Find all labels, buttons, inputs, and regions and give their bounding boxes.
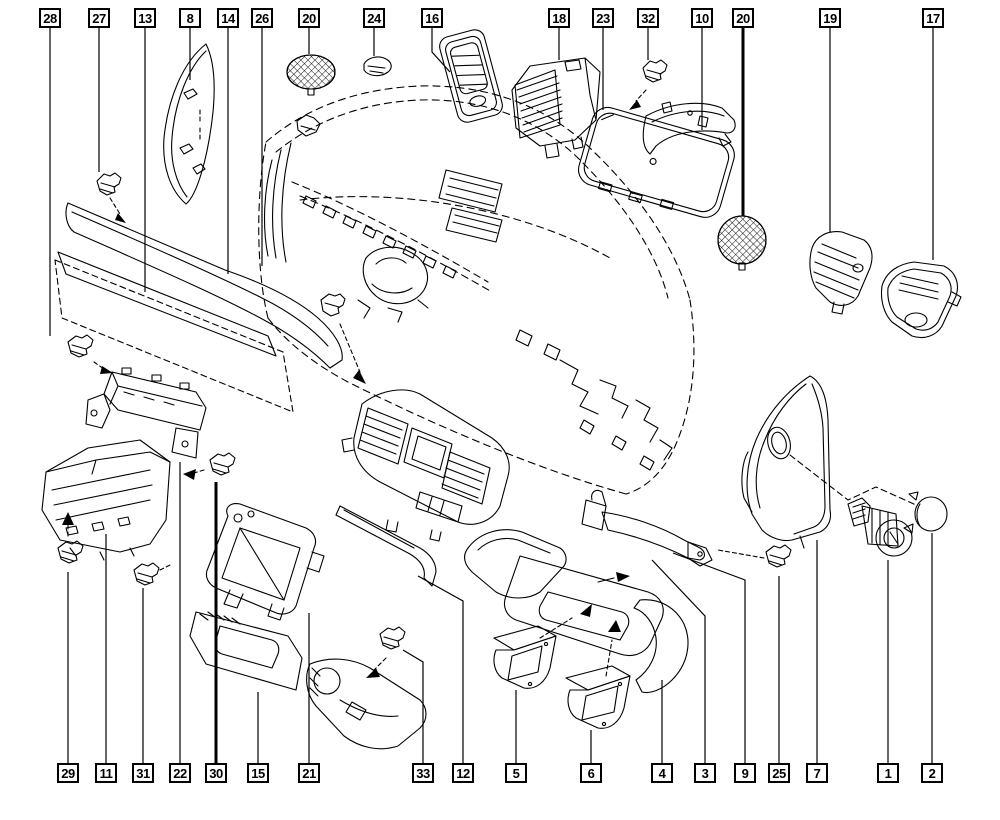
part-30-clip [183, 453, 235, 480]
callout-15-bottom-5[interactable]: 15 [247, 763, 269, 783]
leader-line-bottom-33 [403, 650, 423, 763]
callout-12-bottom-8[interactable]: 12 [452, 763, 474, 783]
part-8-a-pillar-trim [164, 44, 214, 204]
callout-11-bottom-1[interactable]: 11 [95, 763, 117, 783]
part-18-centre-vent-assembly [512, 58, 600, 158]
part-20-speaker-grille-round [718, 216, 766, 270]
instrument-panel-detail [265, 115, 672, 470]
callout-32-top-11[interactable]: 32 [637, 8, 659, 28]
callout-8-top-3[interactable]: 8 [179, 8, 201, 28]
leader-line-top-16 [432, 28, 450, 72]
callout-2-bottom-17[interactable]: 2 [921, 763, 943, 783]
callout-22-bottom-3[interactable]: 22 [169, 763, 191, 783]
callout-3-bottom-12[interactable]: 3 [694, 763, 716, 783]
callout-24-top-7[interactable]: 24 [363, 8, 385, 28]
part-32-clip [629, 60, 667, 110]
callout-27-top-1[interactable]: 27 [88, 8, 110, 28]
part-25-clip [718, 545, 791, 567]
callout-25-bottom-14[interactable]: 25 [768, 763, 790, 783]
callout-31-bottom-2[interactable]: 31 [132, 763, 154, 783]
part-22-cluster-bracket [86, 368, 206, 458]
part-27-clip [97, 173, 126, 223]
part-16-air-vent-left [437, 28, 504, 125]
callout-4-bottom-11[interactable]: 4 [651, 763, 673, 783]
part-31-clip [134, 563, 172, 585]
instrument-panel-phantom [259, 86, 694, 494]
callout-7-bottom-15[interactable]: 7 [806, 763, 828, 783]
centre-clip-and-arrow [321, 294, 366, 384]
part-24-cap [364, 57, 391, 76]
part-23-top-panel [574, 104, 738, 224]
callout-5-bottom-9[interactable]: 5 [505, 763, 527, 783]
part-13-lower-trim-strip [55, 252, 293, 412]
callout-1-bottom-16[interactable]: 1 [877, 763, 899, 783]
callout-20-top-13[interactable]: 20 [732, 8, 754, 28]
part-19-air-vent-right [810, 232, 872, 314]
callout-14-top-4[interactable]: 14 [217, 8, 239, 28]
callout-21-bottom-6[interactable]: 21 [298, 763, 320, 783]
centre-console-stack [342, 390, 509, 541]
part-7-end-panel [742, 376, 831, 548]
part-3-glovebox-rail [582, 490, 712, 566]
part-lower-console-wing [307, 659, 426, 749]
callout-23-top-10[interactable]: 23 [592, 8, 614, 28]
part-14-upper-trim-strip [66, 203, 342, 368]
leader-line-bottom-9 [673, 553, 745, 763]
callout-20-top-6[interactable]: 20 [298, 8, 320, 28]
construction-lines [790, 455, 916, 505]
leader-line-bottom-3 [652, 560, 705, 763]
part-10-upper-rail [643, 102, 735, 154]
callout-19-top-14[interactable]: 19 [819, 8, 841, 28]
part-33-clip [366, 627, 405, 678]
callout-13-top-2[interactable]: 13 [134, 8, 156, 28]
callout-28-top-0[interactable]: 28 [39, 8, 61, 28]
part-17-end-vent-surround [881, 262, 961, 338]
part-20-speaker-grille-oval [287, 55, 335, 95]
part-4-glovebox [465, 530, 688, 693]
callout-10-top-12[interactable]: 10 [691, 8, 713, 28]
part-2-round-cap [904, 492, 947, 533]
callout-33-bottom-7[interactable]: 33 [412, 763, 434, 783]
callout-30-bottom-4[interactable]: 30 [205, 763, 227, 783]
callout-17-top-15[interactable]: 17 [922, 8, 944, 28]
callout-18-top-9[interactable]: 18 [548, 8, 570, 28]
part-28-clip [68, 335, 113, 374]
callout-29-bottom-0[interactable]: 29 [57, 763, 79, 783]
callout-16-top-8[interactable]: 16 [421, 8, 443, 28]
part-1-switch-cylinder [848, 498, 912, 556]
part-21-display-unit [206, 504, 324, 620]
callout-6-bottom-10[interactable]: 6 [580, 763, 602, 783]
part-5-switch-bank [494, 618, 572, 688]
part-29-clip [58, 512, 83, 563]
callout-26-top-5[interactable]: 26 [251, 8, 273, 28]
part-6-switch-bank [566, 640, 630, 728]
callout-9-bottom-13[interactable]: 9 [734, 763, 756, 783]
leader-line-bottom-12 [418, 576, 463, 763]
